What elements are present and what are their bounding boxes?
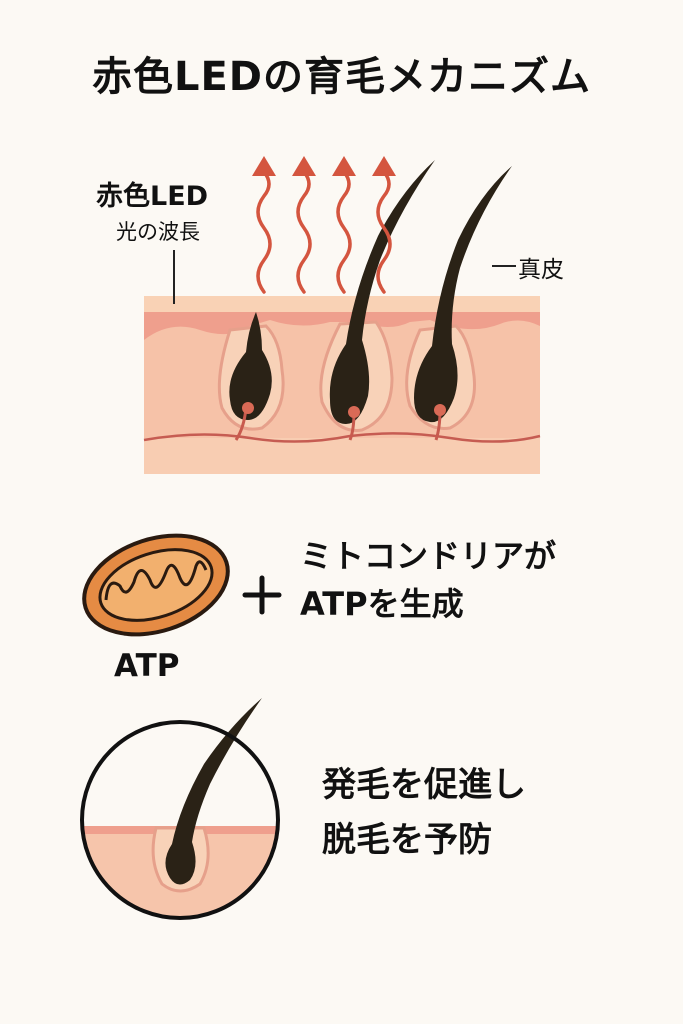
result-caption-line1: 発毛を促進し — [322, 765, 526, 805]
mitochondrion-cristae — [104, 560, 208, 601]
red-light-waves — [256, 170, 392, 294]
hair-follicles — [217, 160, 512, 441]
wave-arrow-1 — [256, 170, 272, 294]
arrowhead-1 — [252, 156, 276, 176]
dermis-layer — [144, 438, 540, 474]
mitochondrion-icon — [82, 533, 230, 637]
growth-hair — [165, 698, 262, 885]
hair-middle — [329, 160, 435, 424]
mito-caption-line1: ミトコンドリアが — [300, 537, 557, 575]
papilla-middle-dot — [348, 406, 360, 418]
atp-label: ATP — [114, 648, 180, 684]
wave-arrow-3 — [336, 170, 352, 294]
wave-arrow-4 — [376, 170, 392, 294]
papilla-left-dot — [242, 402, 254, 414]
hair-growth-circle — [80, 698, 280, 920]
mitochondria-caption: ミトコンドリアが ATPを生成 — [300, 532, 556, 628]
skin-surface — [144, 296, 540, 312]
papilla-right-dot — [434, 404, 446, 416]
page-title: 赤色LEDの育毛メカニズム — [91, 54, 591, 100]
hair-left — [229, 312, 272, 420]
hair-right — [414, 166, 512, 423]
wavelength-label: 光の波長 — [116, 220, 200, 244]
arrowhead-2 — [292, 156, 316, 176]
wave-arrowheads — [252, 156, 396, 176]
mito-caption-line2: ATPを生成 — [300, 585, 464, 623]
mitochondrion-inner — [98, 548, 214, 622]
dermis-label: 真皮 — [518, 257, 564, 283]
arrowhead-4 — [372, 156, 396, 176]
wave-arrow-2 — [296, 170, 312, 294]
arrowhead-3 — [332, 156, 356, 176]
led-label: 赤色LED — [96, 181, 209, 212]
plus-icon — [242, 575, 282, 615]
growth-circle-border — [80, 720, 280, 920]
result-caption: 発毛を促進し 脱毛を予防 — [322, 758, 526, 868]
result-caption-line2: 脱毛を予防 — [322, 820, 492, 860]
